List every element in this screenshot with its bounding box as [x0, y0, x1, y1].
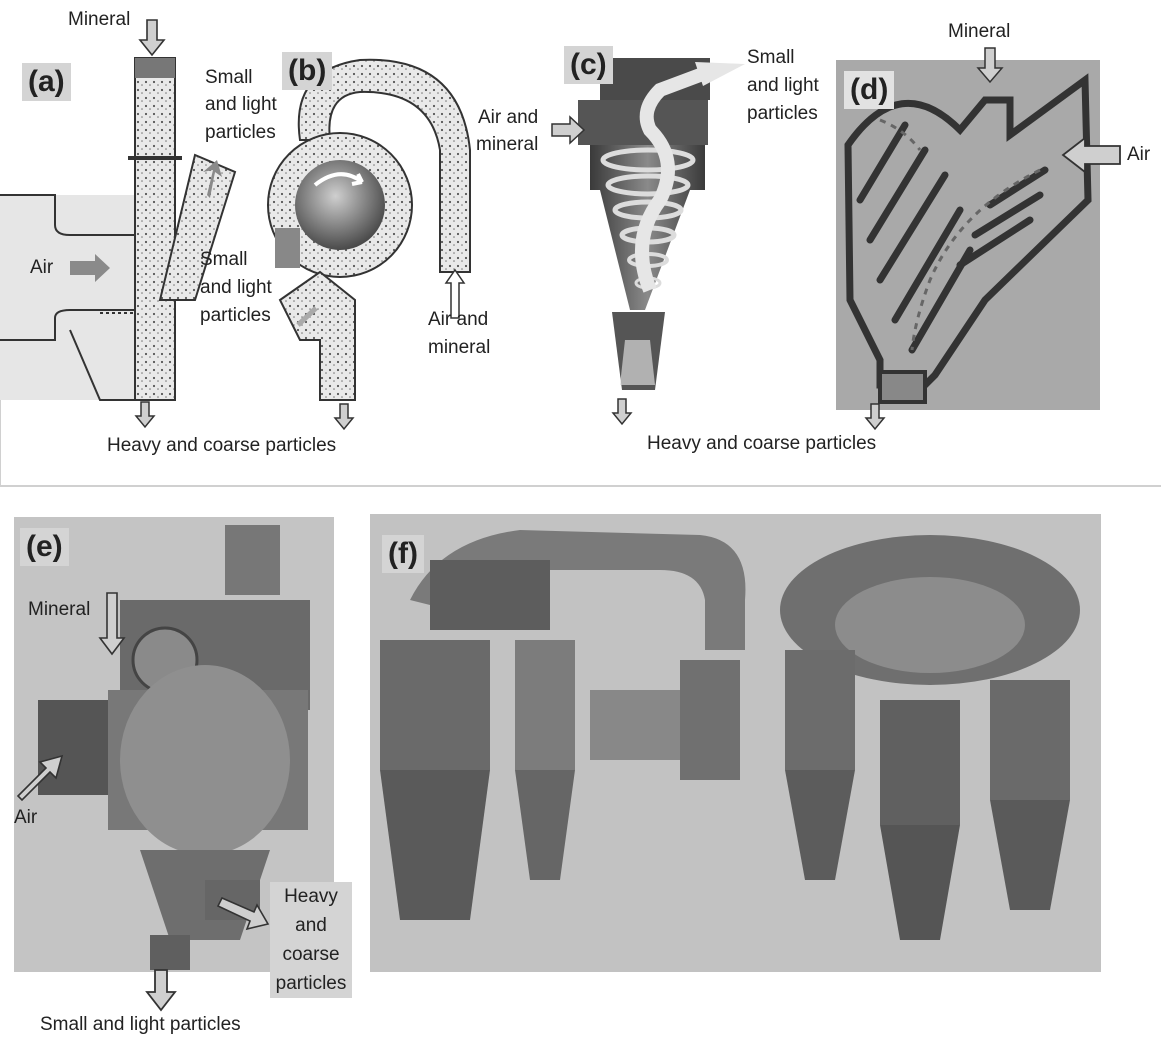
panel-c-air-mineral-line1: Air and	[478, 106, 538, 130]
panel-d-air-label: Air	[1127, 143, 1150, 167]
panel-b-tag: (b)	[282, 52, 332, 90]
panel-b-bottom-down-arrow-icon	[335, 404, 353, 429]
panel-e-heavy-line3: coarse	[270, 940, 352, 969]
panel-d-diagram	[836, 60, 1100, 410]
panel-a-small-mid-line2: and light	[200, 276, 272, 300]
panel-c-diagram	[578, 58, 745, 390]
panel-e-small-bottom-label: Small and light particles	[40, 1013, 241, 1037]
panel-f-photo	[370, 514, 1101, 972]
panel-e-bottom-down-arrow-icon	[147, 970, 175, 1010]
panel-a-bottom-down-arrow-icon	[136, 402, 154, 427]
panel-e-mineral-label: Mineral	[28, 598, 90, 622]
panel-e-heavy-box: Heavy and coarse particles	[270, 882, 352, 998]
panel-d-tag: (d)	[844, 71, 894, 109]
panel-a-small-top-line1: Small	[205, 66, 253, 90]
panel-a-small-mid-line3: particles	[200, 304, 271, 328]
panel-a-small-mid-line1: Small	[200, 248, 248, 272]
panel-e-tag: (e)	[20, 528, 69, 566]
panel-a-small-top-line3: particles	[205, 121, 276, 145]
panel-a-tag: (a)	[22, 63, 71, 101]
panel-c-small-line3: particles	[747, 102, 818, 126]
panel-c-small-line1: Small	[747, 46, 795, 70]
panel-b-air-mineral-line2: mineral	[428, 336, 490, 360]
panel-e-heavy-line2: and	[270, 911, 352, 940]
panel-a-mineral-down-arrow-icon	[140, 20, 164, 55]
panel-a-diagram	[0, 58, 235, 400]
bottom-label-right: Heavy and coarse particles	[647, 432, 876, 456]
panel-e-heavy-line4: particles	[270, 969, 352, 998]
bottom-label-left: Heavy and coarse particles	[107, 434, 336, 458]
panel-a-air-label: Air	[30, 256, 53, 280]
panel-b-air-mineral-line1: Air and	[428, 308, 488, 332]
panel-e-heavy-line1: Heavy	[270, 882, 352, 911]
panel-c-bottom-down-arrow-icon	[613, 399, 631, 424]
panel-c-tag: (c)	[564, 46, 613, 84]
panel-d-mineral-label: Mineral	[948, 20, 1010, 44]
panel-f-tag: (f)	[382, 535, 424, 573]
panel-c-small-line2: and light	[747, 74, 819, 98]
panel-a-small-top-line2: and light	[205, 93, 277, 117]
panel-c-air-mineral-line2: mineral	[476, 133, 538, 157]
panel-e-air-label: Air	[14, 806, 37, 830]
panel-a-mineral-label: Mineral	[68, 8, 130, 32]
